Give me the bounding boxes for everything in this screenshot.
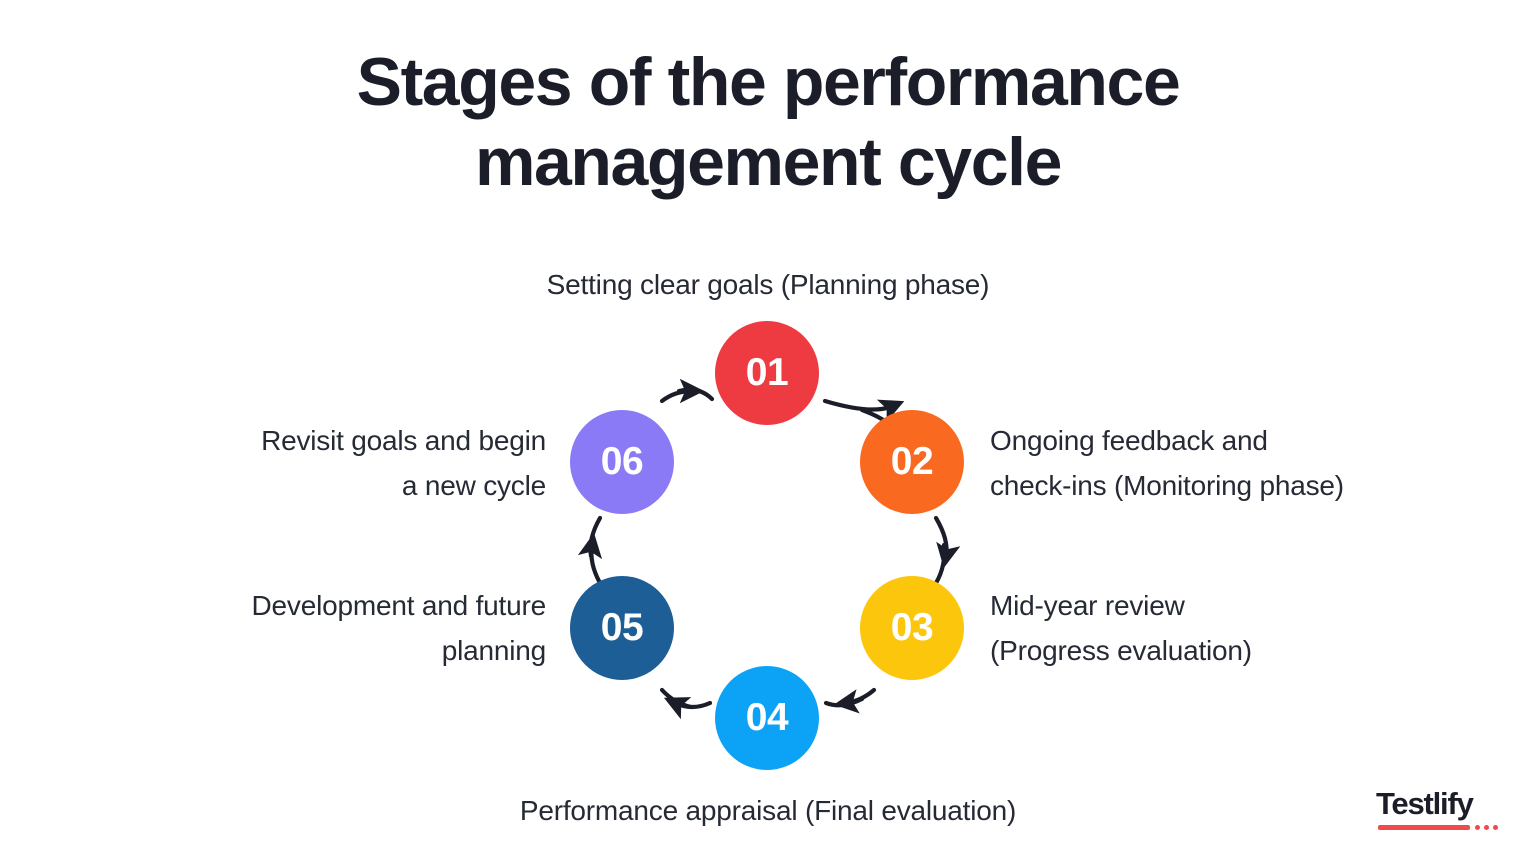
stage-label-05: Development and future planning	[251, 590, 547, 666]
stage-number-02: 02	[890, 440, 934, 483]
stage-node-06[interactable]: 06	[570, 410, 674, 514]
stage-label-01: Setting clear goals (Planning phase)	[546, 269, 990, 300]
testlify-logo[interactable]: Testlify	[1376, 788, 1506, 836]
stage-number-01: 01	[745, 351, 789, 394]
stage-node-01[interactable]: 01	[715, 321, 819, 425]
page-title-line-1: Stages of the performance	[356, 44, 1181, 120]
arrow-03-to-04	[823, 687, 877, 714]
stage-label-04: Performance appraisal (Final evaluation)	[519, 795, 1017, 826]
stage-label-03: Mid-year review (Progress evaluation)	[990, 590, 1252, 666]
stage-label-02: Ongoing feedback and check-ins (Monitori…	[990, 425, 1344, 501]
stage-node-04[interactable]: 04	[715, 666, 819, 770]
stage-number-03: 03	[890, 606, 934, 649]
stage-node-03[interactable]: 03	[860, 576, 964, 680]
logo-dot-3	[1493, 825, 1498, 830]
stage-node-05[interactable]: 05	[570, 576, 674, 680]
logo-wordmark: Testlify	[1376, 786, 1474, 821]
arrow-04-to-05	[659, 687, 713, 720]
stage-number-05: 05	[600, 606, 644, 649]
stage-number-04: 04	[745, 696, 789, 739]
logo-dot-1	[1475, 825, 1480, 830]
page-title-line-2: management cycle	[474, 124, 1063, 200]
page-title: Stages of the performance management cyc…	[0, 42, 1536, 202]
logo-underline	[1378, 825, 1470, 830]
arrow-06-to-01	[659, 378, 715, 404]
stage-node-02[interactable]: 02	[860, 410, 964, 514]
stage-number-06: 06	[600, 440, 644, 483]
logo-dot-2	[1484, 825, 1489, 830]
arrow-05-to-06	[577, 515, 603, 586]
arrow-02-to-03	[933, 515, 961, 586]
stage-label-06: Revisit goals and begin a new cycle	[261, 425, 546, 501]
